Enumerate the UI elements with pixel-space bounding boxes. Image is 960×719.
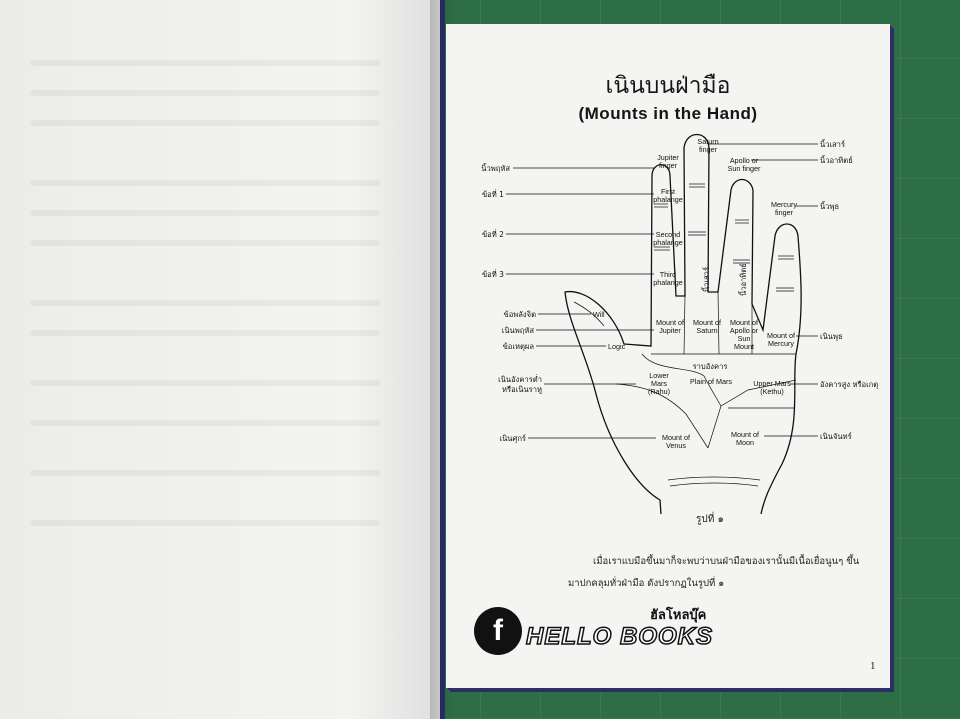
label-mount-venus: Mount of — [662, 433, 690, 442]
right-page: เนินบนฝ่ามือ (Mounts in the Hand) — [446, 24, 890, 688]
label-saturn-finger-inner: นิ้วเสาร์ — [701, 267, 711, 292]
label-venus-thai: เนินศุกร์ — [500, 434, 526, 443]
bleed-through-line — [30, 90, 380, 96]
label-upper-mars: Upper Mars — [753, 379, 791, 388]
label-jupiter-finger: Jupiter — [657, 153, 679, 162]
label-third-phalange-2: phalange — [653, 278, 683, 287]
label-third-phalange: Third — [660, 270, 676, 279]
bleed-through-line — [30, 520, 380, 526]
label-phalange-3-thai: ข้อที่ 3 — [482, 269, 504, 279]
label-mount-jupiter-2: Jupiter — [659, 326, 681, 335]
label-lower-mars-thai: เนินอังคารต่ำ — [498, 374, 542, 384]
page-number: 1 — [870, 660, 876, 672]
bleed-through-line — [30, 300, 380, 306]
label-mount-jupiter: Mount of — [656, 318, 684, 327]
facebook-icon-letter: f — [493, 614, 503, 647]
body-text-line-1: เมื่อเราแบมือขึ้นมาก็จะพบว่าบนฝ่ามือของเ… — [593, 556, 860, 567]
label-saturn-finger-2: finger — [699, 145, 718, 154]
label-first-phalange-2: phalange — [653, 195, 683, 204]
label-will-thai: ข้อพลังจิต — [504, 310, 537, 319]
body-text-line-2: มาปกคลุมทั่วฝ่ามือ ดังปรากฏในรูปที่ ๑ — [568, 578, 725, 589]
moon-boundary — [707, 379, 797, 449]
label-mount-apollo-3: Sun — [738, 334, 751, 343]
label-mercury-finger-2: finger — [775, 208, 794, 217]
label-phalange-2-thai: ข้อที่ 2 — [482, 229, 504, 239]
facebook-icon — [474, 607, 522, 655]
label-saturn-finger: Saturn — [697, 137, 718, 146]
label-plain-of-mars: Plain of Mars — [690, 377, 732, 386]
wrist-line — [667, 476, 761, 481]
label-mount-mercury: Mount of — [767, 331, 795, 340]
label-mercury-finger-thai: นิ้วพุธ — [820, 201, 839, 211]
finger-creases — [573, 183, 794, 327]
bleed-through-line — [30, 60, 380, 66]
watermark-subtitle: ฮัลโหลบุ๊ค — [650, 608, 707, 623]
label-mount-apollo-4: Mount — [734, 342, 754, 351]
label-upper-mars-thai: อังคารสูง หรือเกตุ — [820, 380, 878, 389]
label-mount-venus-2: Venus — [666, 441, 686, 450]
label-mount-moon: Mount of — [731, 430, 759, 439]
label-plain-of-mars-thai: ราบอังคาร — [693, 362, 728, 371]
label-mercury-finger: Mercury — [771, 200, 797, 209]
label-mount-moon-2: Moon — [736, 438, 754, 447]
label-lower-mars-thai-2: หรือเนินราหู — [502, 385, 542, 394]
label-first-phalange: First — [661, 187, 675, 196]
label-logic: Logic — [608, 342, 626, 351]
bleed-through-line — [30, 240, 380, 246]
page-title-english: (Mounts in the Hand) — [578, 104, 758, 123]
figure-caption: รูปที่ ๑ — [696, 514, 724, 525]
label-lower-mars-3: (Rahu) — [648, 387, 670, 396]
mars-plain-boundary — [641, 353, 722, 407]
bleed-through-line — [30, 420, 380, 426]
label-mount-jupiter-thai: เนินพฤหัส — [502, 326, 535, 335]
label-moon-thai: เนินจันทร์ — [820, 432, 852, 441]
label-lower-mars: Lower — [649, 371, 669, 380]
watermark-brand: HELLO BOOKS — [525, 622, 714, 651]
label-saturn-finger-thai: นิ้วเสาร์ — [820, 139, 845, 149]
label-phalange-1-thai: ข้อที่ 1 — [482, 189, 504, 199]
hello-books-watermark: f HELLO BOOKS ฮัลโหลบุ๊ค — [466, 601, 726, 661]
label-will: Will — [593, 310, 605, 319]
bleed-through-line — [30, 380, 380, 386]
hand-mounts-diagram: นิ้วพฤหัส ข้อที่ 1 ข้อที่ 2 ข้อที่ 3 ข้อ… — [481, 133, 878, 515]
bleed-through-line — [30, 210, 380, 216]
mount-divider — [683, 295, 686, 355]
label-apollo-finger: Apollo or — [730, 156, 759, 165]
hand-outline — [564, 133, 802, 515]
venus-boundary — [615, 383, 709, 449]
label-jupiter-finger-2: finger — [659, 161, 678, 170]
label-mount-saturn-2: Saturn — [696, 326, 717, 335]
label-second-phalange-2: phalange — [653, 238, 683, 247]
label-logic-thai: ข้อเหตุผล — [503, 342, 535, 351]
label-mount-apollo: Mount of — [730, 318, 758, 327]
label-mount-mercury-2: Mercury — [768, 339, 794, 348]
wrist-line — [669, 482, 759, 487]
label-apollo-finger-2: Sun finger — [728, 164, 761, 173]
page-title-thai: เนินบนฝ่ามือ — [605, 73, 731, 99]
label-mount-mercury-thai: เนินพุธ — [820, 332, 843, 341]
bleed-through-line — [30, 120, 380, 126]
label-mount-saturn: Mount of — [693, 318, 721, 327]
bleed-through-line — [30, 470, 380, 476]
label-sun-finger-thai: นิ้วอาทิตย์ — [820, 155, 853, 165]
bleed-through-line — [30, 330, 380, 336]
label-mount-apollo-2: Apollo or — [730, 326, 759, 335]
mount-divider — [717, 291, 720, 355]
label-sun-finger-inner: นิ้วอาทิตย์ — [738, 263, 748, 296]
bleed-through-line — [30, 180, 380, 186]
label-second-phalange: Second — [656, 230, 680, 239]
label-upper-mars-2: (Kethu) — [760, 387, 784, 396]
left-page — [0, 0, 440, 719]
label-jupiter-finger-thai: นิ้วพฤหัส — [481, 163, 510, 173]
left-leader-lines — [506, 167, 656, 439]
label-lower-mars-2: Mars — [651, 379, 667, 388]
right-leader-lines — [708, 143, 818, 437]
